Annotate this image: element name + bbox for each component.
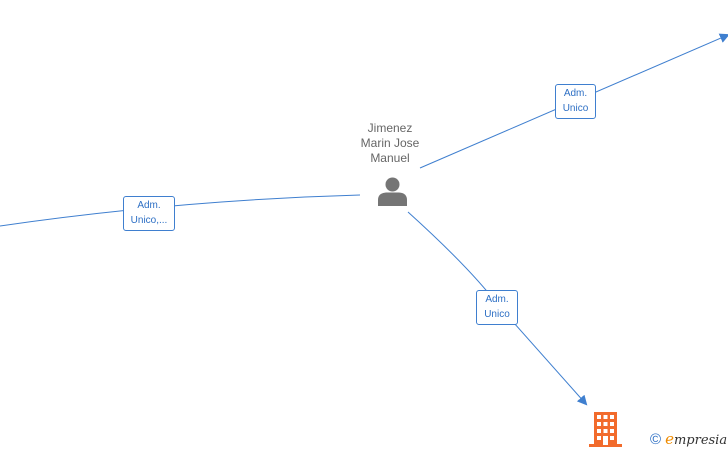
edge-label-top-right[interactable]: Adm. Unico: [555, 84, 596, 119]
person-name-line: Marin Jose: [360, 136, 420, 150]
brand-watermark: © empresia: [650, 429, 727, 449]
person-name-line: Jimenez: [367, 121, 413, 135]
person-name-line: Manuel: [370, 151, 410, 165]
building-icon[interactable]: [589, 412, 622, 447]
empresia-logo: empresia: [665, 430, 727, 448]
logo-first-letter: e: [665, 430, 674, 448]
edge-label-line: Adm.: [563, 88, 588, 99]
edge-label-left[interactable]: Adm. Unico,...: [123, 196, 175, 231]
edge-label-line: Adm.: [485, 294, 509, 305]
edge-label-bottom[interactable]: Adm. Unico: [476, 290, 518, 325]
edge-label-line: Unico: [484, 309, 510, 320]
logo-rest: mpresia: [673, 433, 728, 448]
edge-left[interactable]: [0, 194, 361, 227]
edge-label-line: Unico,...: [130, 215, 168, 226]
person-name[interactable]: Jimenez Marin Jose Manuel: [340, 121, 440, 166]
edge-label-line: Unico: [562, 103, 589, 114]
edge-label-line: Adm.: [137, 200, 161, 211]
person-icon[interactable]: [377, 176, 408, 206]
copyright-icon: ©: [650, 430, 662, 448]
